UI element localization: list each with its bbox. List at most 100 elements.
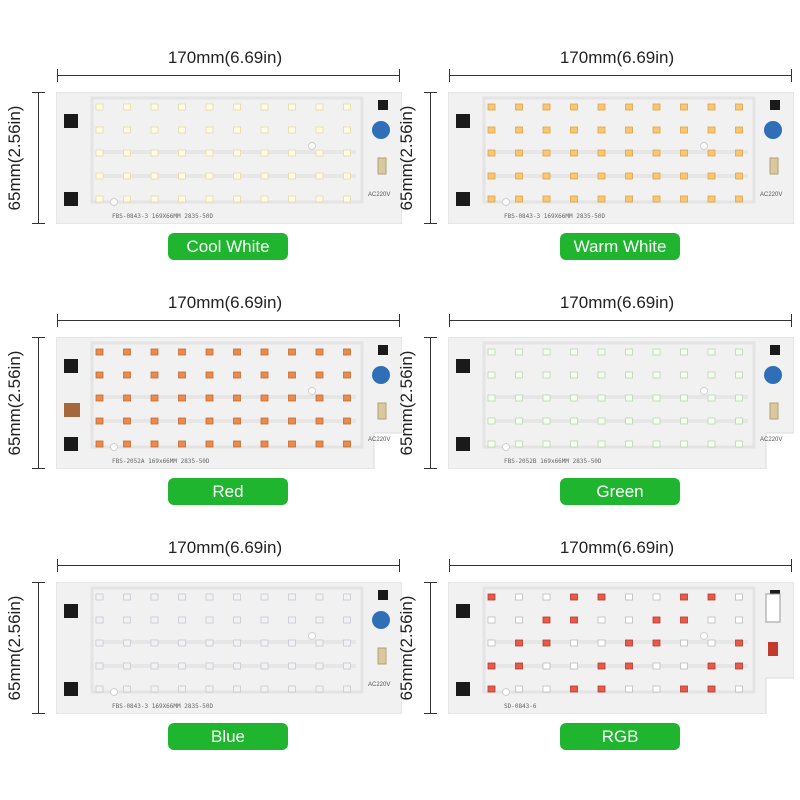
- smd-led: [343, 149, 351, 157]
- smd-led: [288, 394, 296, 402]
- smd-led: [680, 195, 688, 203]
- width-dimension-cap-left: [57, 559, 58, 572]
- pcb-outline: [56, 92, 402, 224]
- board-drawing: SD-0843-6: [448, 582, 794, 714]
- smd-led: [123, 195, 131, 203]
- smd-led: [652, 348, 661, 356]
- smd-led: [315, 593, 324, 601]
- smd-led: [288, 172, 296, 180]
- driver-ic: [64, 359, 78, 373]
- smd-led: [542, 172, 551, 180]
- voltage-marking: AC220V: [368, 437, 390, 443]
- panel-cool-white: 170mm(6.69in) 65mm(2.56in) FBS-0843-3 16…: [0, 0, 402, 260]
- smd-led: [288, 126, 296, 134]
- smd-led: [707, 172, 716, 180]
- smd-led: [652, 172, 661, 180]
- smd-led: [515, 417, 523, 425]
- smd-led: [707, 662, 716, 670]
- voltage-marking: AC220V: [368, 682, 390, 688]
- smd-led: [343, 103, 351, 111]
- smd-led: [150, 685, 159, 693]
- mounting-hole: [502, 443, 510, 451]
- smd-led: [570, 149, 578, 157]
- smd-led: [680, 417, 688, 425]
- smd-led: [515, 440, 523, 448]
- smd-led: [542, 394, 551, 402]
- height-dimension-label: 65mm(2.56in): [5, 105, 24, 211]
- smd-led: [150, 662, 159, 670]
- smd-led: [260, 662, 269, 670]
- smd-led: [680, 440, 688, 448]
- smd-led: [123, 126, 131, 134]
- smd-led: [487, 348, 496, 356]
- height-dimension-cap-top: [32, 582, 45, 583]
- smd-led: [95, 440, 104, 448]
- smd-led: [625, 348, 633, 356]
- pcb-outline: [448, 92, 794, 224]
- smd-led: [735, 440, 743, 448]
- smd-led: [487, 371, 496, 379]
- smd-led: [652, 149, 661, 157]
- smd-led: [707, 371, 716, 379]
- pcb-outline: [56, 582, 402, 714]
- smd-led: [597, 195, 606, 203]
- smd-led: [487, 103, 496, 111]
- smd-led: [178, 662, 186, 670]
- mounting-hole: [110, 198, 118, 206]
- smd-led: [515, 639, 523, 647]
- smd-led: [95, 348, 104, 356]
- smd-led: [315, 639, 324, 647]
- width-dimension-line: [57, 320, 400, 321]
- smd-led: [315, 616, 324, 624]
- color-label-pill: Blue: [168, 723, 288, 750]
- panel-green: 170mm(6.69in) 65mm(2.56in) FBS-2052B 169…: [392, 245, 794, 505]
- smd-led: [315, 126, 324, 134]
- smd-led: [542, 126, 551, 134]
- smd-led: [680, 126, 688, 134]
- smd-led: [260, 172, 269, 180]
- smd-led: [735, 172, 743, 180]
- driver-ic: [456, 604, 470, 618]
- smd-led: [233, 149, 241, 157]
- color-label-pill: Cool White: [168, 233, 288, 260]
- smd-led: [233, 371, 241, 379]
- smd-led: [205, 662, 214, 670]
- smd-led: [150, 195, 159, 203]
- smd-led: [680, 149, 688, 157]
- copper-trace: [96, 150, 356, 178]
- smd-led: [288, 616, 296, 624]
- mounting-hole: [110, 443, 118, 451]
- width-dimension-cap-left: [449, 314, 450, 327]
- smd-led: [315, 440, 324, 448]
- smd-led: [487, 172, 496, 180]
- height-dimension-cap-bottom: [32, 468, 45, 469]
- smd-led: [652, 616, 661, 624]
- smd-led: [205, 639, 214, 647]
- smd-led: [123, 371, 131, 379]
- smd-led: [95, 417, 104, 425]
- smd-led: [735, 417, 743, 425]
- smd-led: [652, 126, 661, 134]
- smd-led: [680, 348, 688, 356]
- smd-led: [487, 616, 496, 624]
- smd-led: [707, 417, 716, 425]
- smd-led: [233, 593, 241, 601]
- width-dimension-label: 170mm(6.69in): [167, 293, 283, 312]
- smd-led: [343, 172, 351, 180]
- smd-led: [150, 593, 159, 601]
- smd-led: [735, 348, 743, 356]
- smd-led: [205, 149, 214, 157]
- smd-led: [95, 371, 104, 379]
- copper-trace: [488, 640, 748, 668]
- smd-led: [123, 417, 131, 425]
- smd-led: [288, 440, 296, 448]
- smd-led: [123, 593, 131, 601]
- board-code-text: SD-0843-6: [504, 703, 537, 710]
- smd-led: [178, 126, 186, 134]
- smd-led: [343, 348, 351, 356]
- smd-led: [260, 149, 269, 157]
